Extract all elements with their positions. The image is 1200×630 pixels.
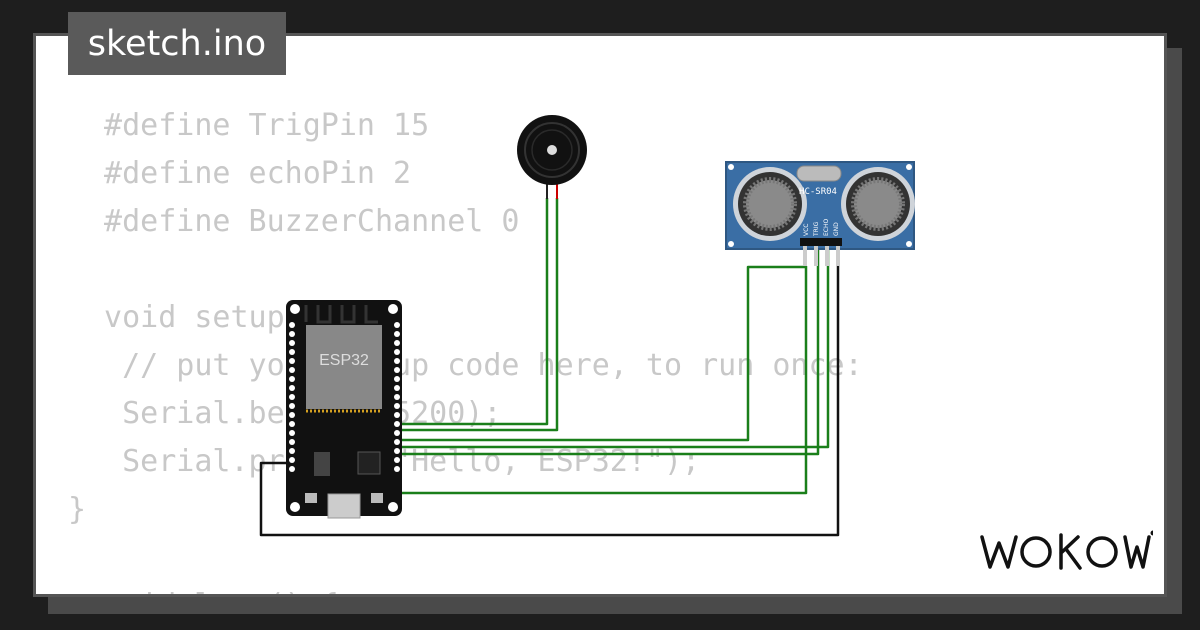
code-line: void loop() {: [86, 582, 339, 594]
code-line: }: [68, 492, 87, 527]
code-line: #define BuzzerChannel 0: [86, 204, 520, 239]
sensor-pin-vcc: VCC: [803, 224, 810, 236]
code-line: #define echoPin 2: [86, 156, 412, 191]
sketch-filename-tab[interactable]: sketch.ino: [68, 12, 286, 75]
ultrasonic-right-icon: [841, 167, 915, 241]
ultrasonic-left-icon: [733, 167, 807, 241]
esp32-board[interactable]: ESP32: [286, 300, 402, 519]
sensor-pin-echo: ECHO: [823, 219, 830, 236]
sensor-pin-trig: TRIG: [813, 221, 820, 237]
wokwi-logo: [980, 530, 1153, 570]
sensor-label: HC-SR04: [799, 187, 837, 197]
wire-sensor-vcc[interactable]: [400, 248, 807, 442]
hc-sr04-sensor[interactable]: HC-SR04 VCC TRIG ECHO GND: [725, 161, 915, 266]
code-line: #define TrigPin 15: [86, 108, 430, 143]
wire-sensor-trig[interactable]: [400, 248, 830, 449]
piezo-buzzer-icon[interactable]: [517, 115, 587, 199]
wire-ground[interactable]: [259, 248, 840, 537]
sensor-pin-gnd: GND: [833, 222, 840, 236]
wire-sensor-5v[interactable]: [398, 266, 808, 495]
wire-buzzer-1[interactable]: [400, 198, 549, 426]
wire-buzzer-2[interactable]: [400, 198, 559, 432]
preview-card: #define TrigPin 15 #define echoPin 2 #de…: [33, 33, 1167, 597]
wire-sensor-echo[interactable]: [400, 248, 820, 456]
esp32-chip-label: ESP32: [319, 352, 369, 369]
